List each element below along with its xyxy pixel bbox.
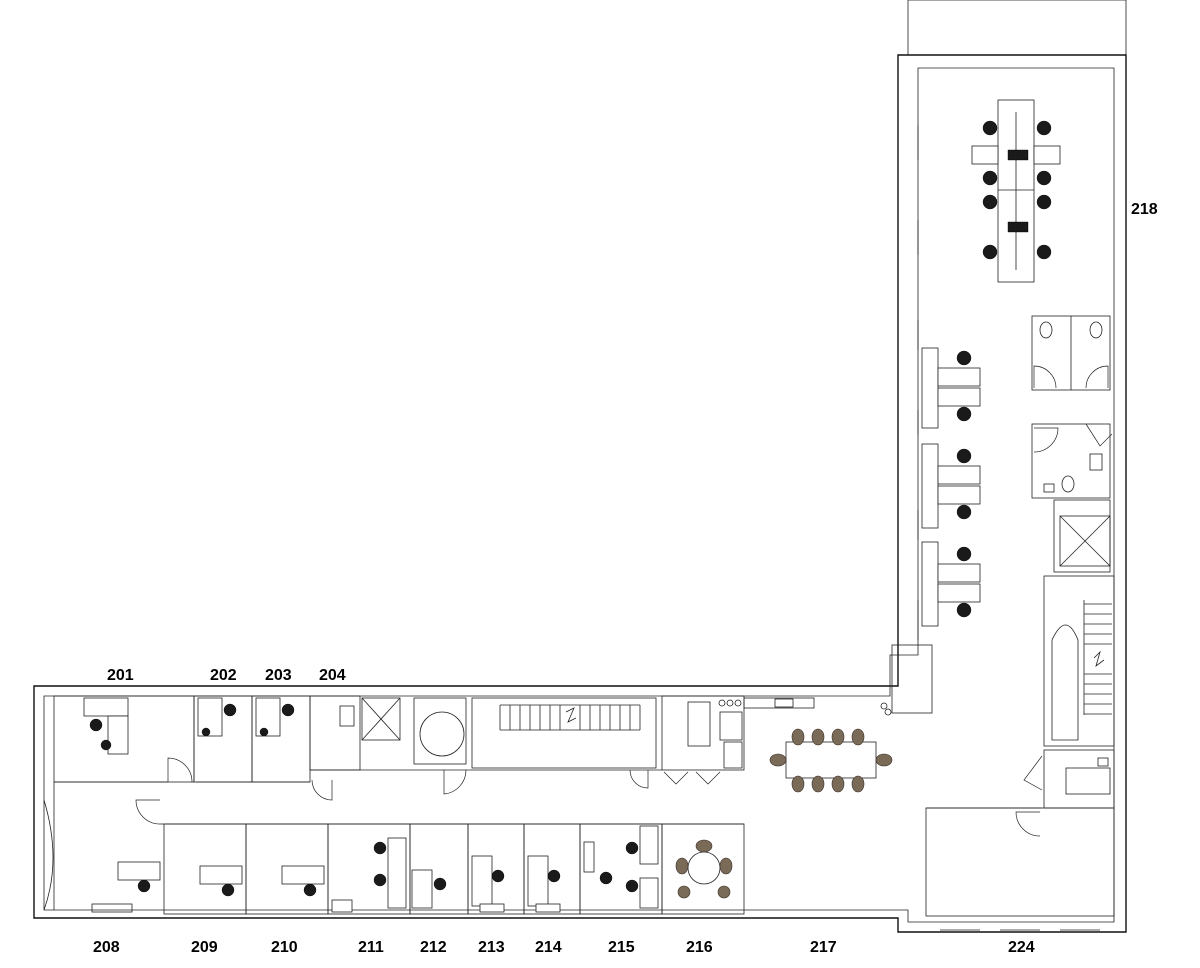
room-label-214: 214 (535, 939, 562, 956)
conference-table (769, 702, 893, 793)
room-label-218: 218 (1131, 201, 1158, 218)
stairs-right-wing (1051, 600, 1112, 741)
room-label-211: 211 (358, 939, 384, 956)
workstations-left-wing (83, 697, 659, 913)
room-label-215: 215 (608, 939, 635, 956)
room-label-203: 203 (265, 667, 292, 684)
stairs-left-wing (499, 704, 641, 731)
room-label-202: 202 (210, 667, 237, 684)
room-label-208: 208 (93, 939, 120, 956)
room-label-212: 212 (420, 939, 447, 956)
room-label-201: 201 (107, 667, 134, 684)
left-wing-walls (43, 695, 815, 915)
room-labels: 201 202 203 204 208 209 210 211 212 213 … (93, 201, 1158, 956)
room-label-209: 209 (191, 939, 218, 956)
workstations-right-wing (921, 99, 1061, 627)
room-label-217: 217 (810, 939, 837, 956)
round-table (675, 839, 733, 899)
room-label-213: 213 (478, 939, 505, 956)
right-wing-walls (917, 125, 1115, 931)
room-label-224: 224 (1008, 939, 1035, 956)
room-label-210: 210 (271, 939, 298, 956)
room-label-216: 216 (686, 939, 713, 956)
room-label-204: 204 (319, 667, 346, 684)
doors-left-wing (135, 757, 721, 825)
